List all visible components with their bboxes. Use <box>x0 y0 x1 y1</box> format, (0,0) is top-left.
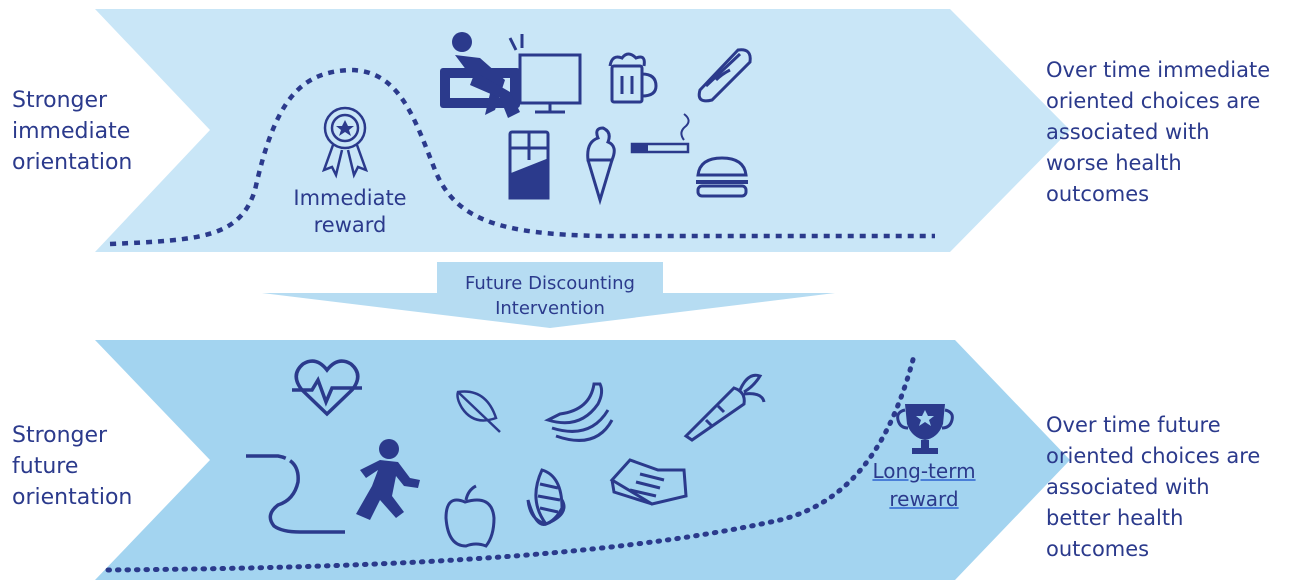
future-outcomes-label: Over time future oriented choices are as… <box>1046 410 1260 565</box>
label-line: outcomes <box>1046 537 1150 561</box>
label-line: worse health <box>1046 151 1182 175</box>
corn-icon <box>526 468 566 526</box>
stronger-immediate-orientation-label: Stronger immediate orientation <box>12 85 132 178</box>
label-line: Stronger <box>12 88 108 113</box>
label-line: outcomes <box>1046 182 1150 206</box>
label-line: oriented choices are <box>1046 89 1261 113</box>
label-line: Long-term <box>872 459 976 483</box>
banana-icon <box>543 382 614 442</box>
trophy-icon <box>896 404 954 454</box>
heart-rate-icon <box>292 359 362 417</box>
hot-dog-icon <box>697 48 752 103</box>
chocolate-bar-icon <box>508 130 550 200</box>
immediate-reward-label: Immediate reward <box>280 185 420 239</box>
running-person-icon <box>246 439 420 534</box>
label-line: Intervention <box>495 298 605 319</box>
television-icon <box>508 34 582 114</box>
beer-mug-icon <box>608 52 658 104</box>
stronger-future-orientation-label: Stronger future orientation <box>12 420 132 513</box>
label-line: better health <box>1046 506 1184 530</box>
book-icon <box>609 458 688 506</box>
long-term-reward-curve <box>105 349 918 573</box>
immediate-orientation-band <box>95 9 1070 252</box>
label-line: reward <box>889 487 959 511</box>
intervention-arrow <box>262 262 835 328</box>
long-term-reward-label: Long-term reward <box>860 457 988 513</box>
future-orientation-band <box>95 340 1070 580</box>
label-line: Over time future <box>1046 413 1221 437</box>
label-line: orientation <box>12 150 133 175</box>
burger-icon <box>696 156 748 198</box>
label-line: orientation <box>12 485 133 510</box>
label-line: reward <box>313 213 387 237</box>
label-line: Future Discounting <box>465 273 635 294</box>
leaf-icon <box>456 390 501 433</box>
cigarette-icon <box>630 113 690 154</box>
label-line: Stronger <box>12 423 108 448</box>
label-line: future <box>12 454 79 479</box>
label-line: associated with <box>1046 120 1210 144</box>
immediate-outcomes-label: Over time immediate oriented choices are… <box>1046 55 1270 210</box>
label-line: Over time immediate <box>1046 58 1271 82</box>
ice-cream-cone-icon <box>586 126 616 206</box>
label-line: immediate <box>12 119 131 144</box>
apple-icon <box>444 484 496 548</box>
carrot-icon <box>683 373 766 442</box>
person-on-couch-icon <box>440 32 520 118</box>
medal-icon <box>321 106 369 179</box>
label-line: oriented choices are <box>1046 444 1261 468</box>
label-line: associated with <box>1046 475 1210 499</box>
intervention-label: Future Discounting Intervention <box>437 271 663 321</box>
label-line: Immediate <box>293 186 407 210</box>
